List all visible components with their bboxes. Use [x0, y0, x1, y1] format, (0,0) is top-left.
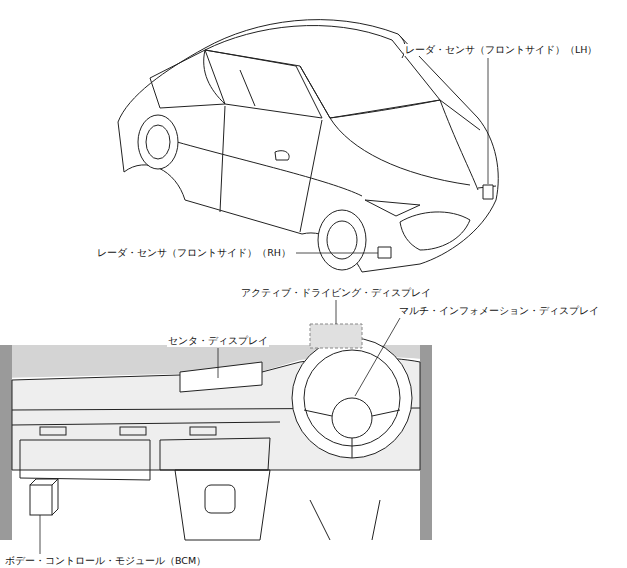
part-label: アクティブ・ドライビング・ディスプレイ [240, 287, 432, 299]
part-label: マルチ・インフォメーション・ディスプレイ [398, 305, 600, 317]
dashboard-drawing [0, 324, 432, 540]
part-label: ボデー・コントロール・モジュール（BCM） [4, 555, 207, 567]
part-label: センタ・ディスプレイ [167, 335, 269, 347]
part-label: レーダ・センサ（フロントサイド）（RH） [96, 247, 292, 259]
car-drawing [118, 20, 498, 272]
part-label: レーダ・センサ（フロントサイド）（LH） [404, 44, 598, 56]
